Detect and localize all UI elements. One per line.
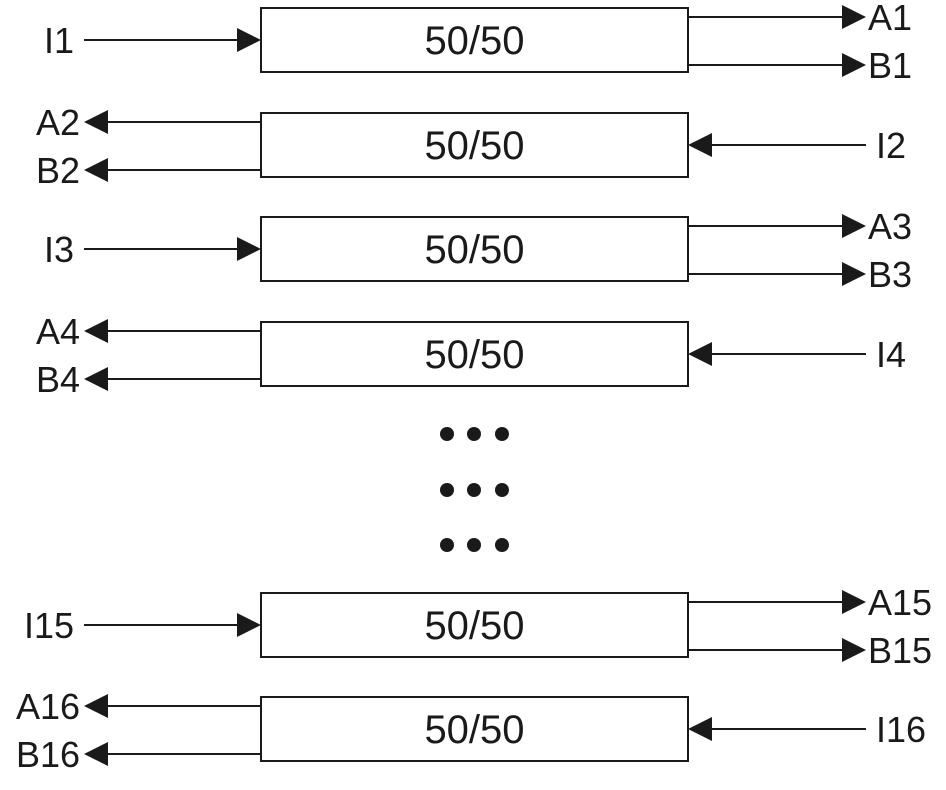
output-a-arrow-arrowhead-icon [842, 214, 866, 238]
splitter-box [260, 112, 689, 178]
splitter-ratio-label: 50/50 [424, 604, 524, 648]
output-a-arrow-arrowhead-icon [84, 694, 108, 718]
output-b-arrow-arrowhead-icon [842, 53, 866, 77]
input-port-label: I15 [24, 605, 74, 646]
output-a-label: A4 [36, 311, 80, 352]
ellipsis-dot [467, 483, 481, 497]
input-port-label: I16 [876, 709, 926, 750]
output-a-label: A15 [868, 582, 932, 623]
output-a-arrow-arrowhead-icon [84, 319, 108, 343]
splitter-box [260, 696, 689, 762]
output-b-label: B3 [868, 254, 912, 295]
output-b-label: B16 [16, 734, 80, 775]
output-b-label: B1 [868, 45, 912, 86]
splitter-box [260, 592, 689, 658]
input-arrow-arrowhead-icon [237, 613, 261, 637]
input-port-label: I1 [44, 20, 74, 61]
output-a-arrow-arrowhead-icon [84, 110, 108, 134]
output-b-label: B2 [36, 150, 80, 191]
output-a-arrow-arrowhead-icon [842, 5, 866, 29]
output-a-label: A2 [36, 102, 80, 143]
input-arrow-arrowhead-icon [688, 342, 712, 366]
output-b-arrow-arrowhead-icon [84, 367, 108, 391]
output-b-arrow-arrowhead-icon [84, 742, 108, 766]
input-arrow-arrowhead-icon [237, 28, 261, 52]
ellipsis-dot [467, 538, 481, 552]
input-arrow-arrowhead-icon [688, 717, 712, 741]
ellipsis-dot [495, 483, 509, 497]
splitter-ratio-label: 50/50 [424, 19, 524, 63]
output-a-arrow-arrowhead-icon [842, 590, 866, 614]
output-b-label: B4 [36, 359, 80, 400]
input-port-label: I4 [876, 334, 906, 375]
input-port-label: I2 [876, 125, 906, 166]
output-b-arrow-arrowhead-icon [842, 638, 866, 662]
input-arrow-arrowhead-icon [237, 237, 261, 261]
ellipsis-dot [440, 483, 454, 497]
output-b-arrow-arrowhead-icon [84, 158, 108, 182]
splitter-ratio-label: 50/50 [424, 333, 524, 377]
ellipsis-icon [440, 427, 509, 552]
splitter-box [260, 7, 689, 73]
splitter-ratio-label: 50/50 [424, 124, 524, 168]
splitter-ratio-label: 50/50 [424, 228, 524, 272]
ellipsis-dot [440, 427, 454, 441]
ellipsis-dot [495, 538, 509, 552]
splitter-box [260, 321, 689, 387]
input-port-label: I3 [44, 229, 74, 270]
ellipsis-dot [495, 427, 509, 441]
ellipsis-dot [467, 427, 481, 441]
output-b-label: B15 [868, 630, 932, 671]
input-arrow-arrowhead-icon [688, 133, 712, 157]
splitter-ratio-label: 50/50 [424, 708, 524, 752]
output-a-label: A1 [868, 0, 912, 38]
output-a-label: A3 [868, 206, 912, 247]
ellipsis-dot [440, 538, 454, 552]
splitter-box [260, 216, 689, 282]
output-a-label: A16 [16, 686, 80, 727]
output-b-arrow-arrowhead-icon [842, 262, 866, 286]
